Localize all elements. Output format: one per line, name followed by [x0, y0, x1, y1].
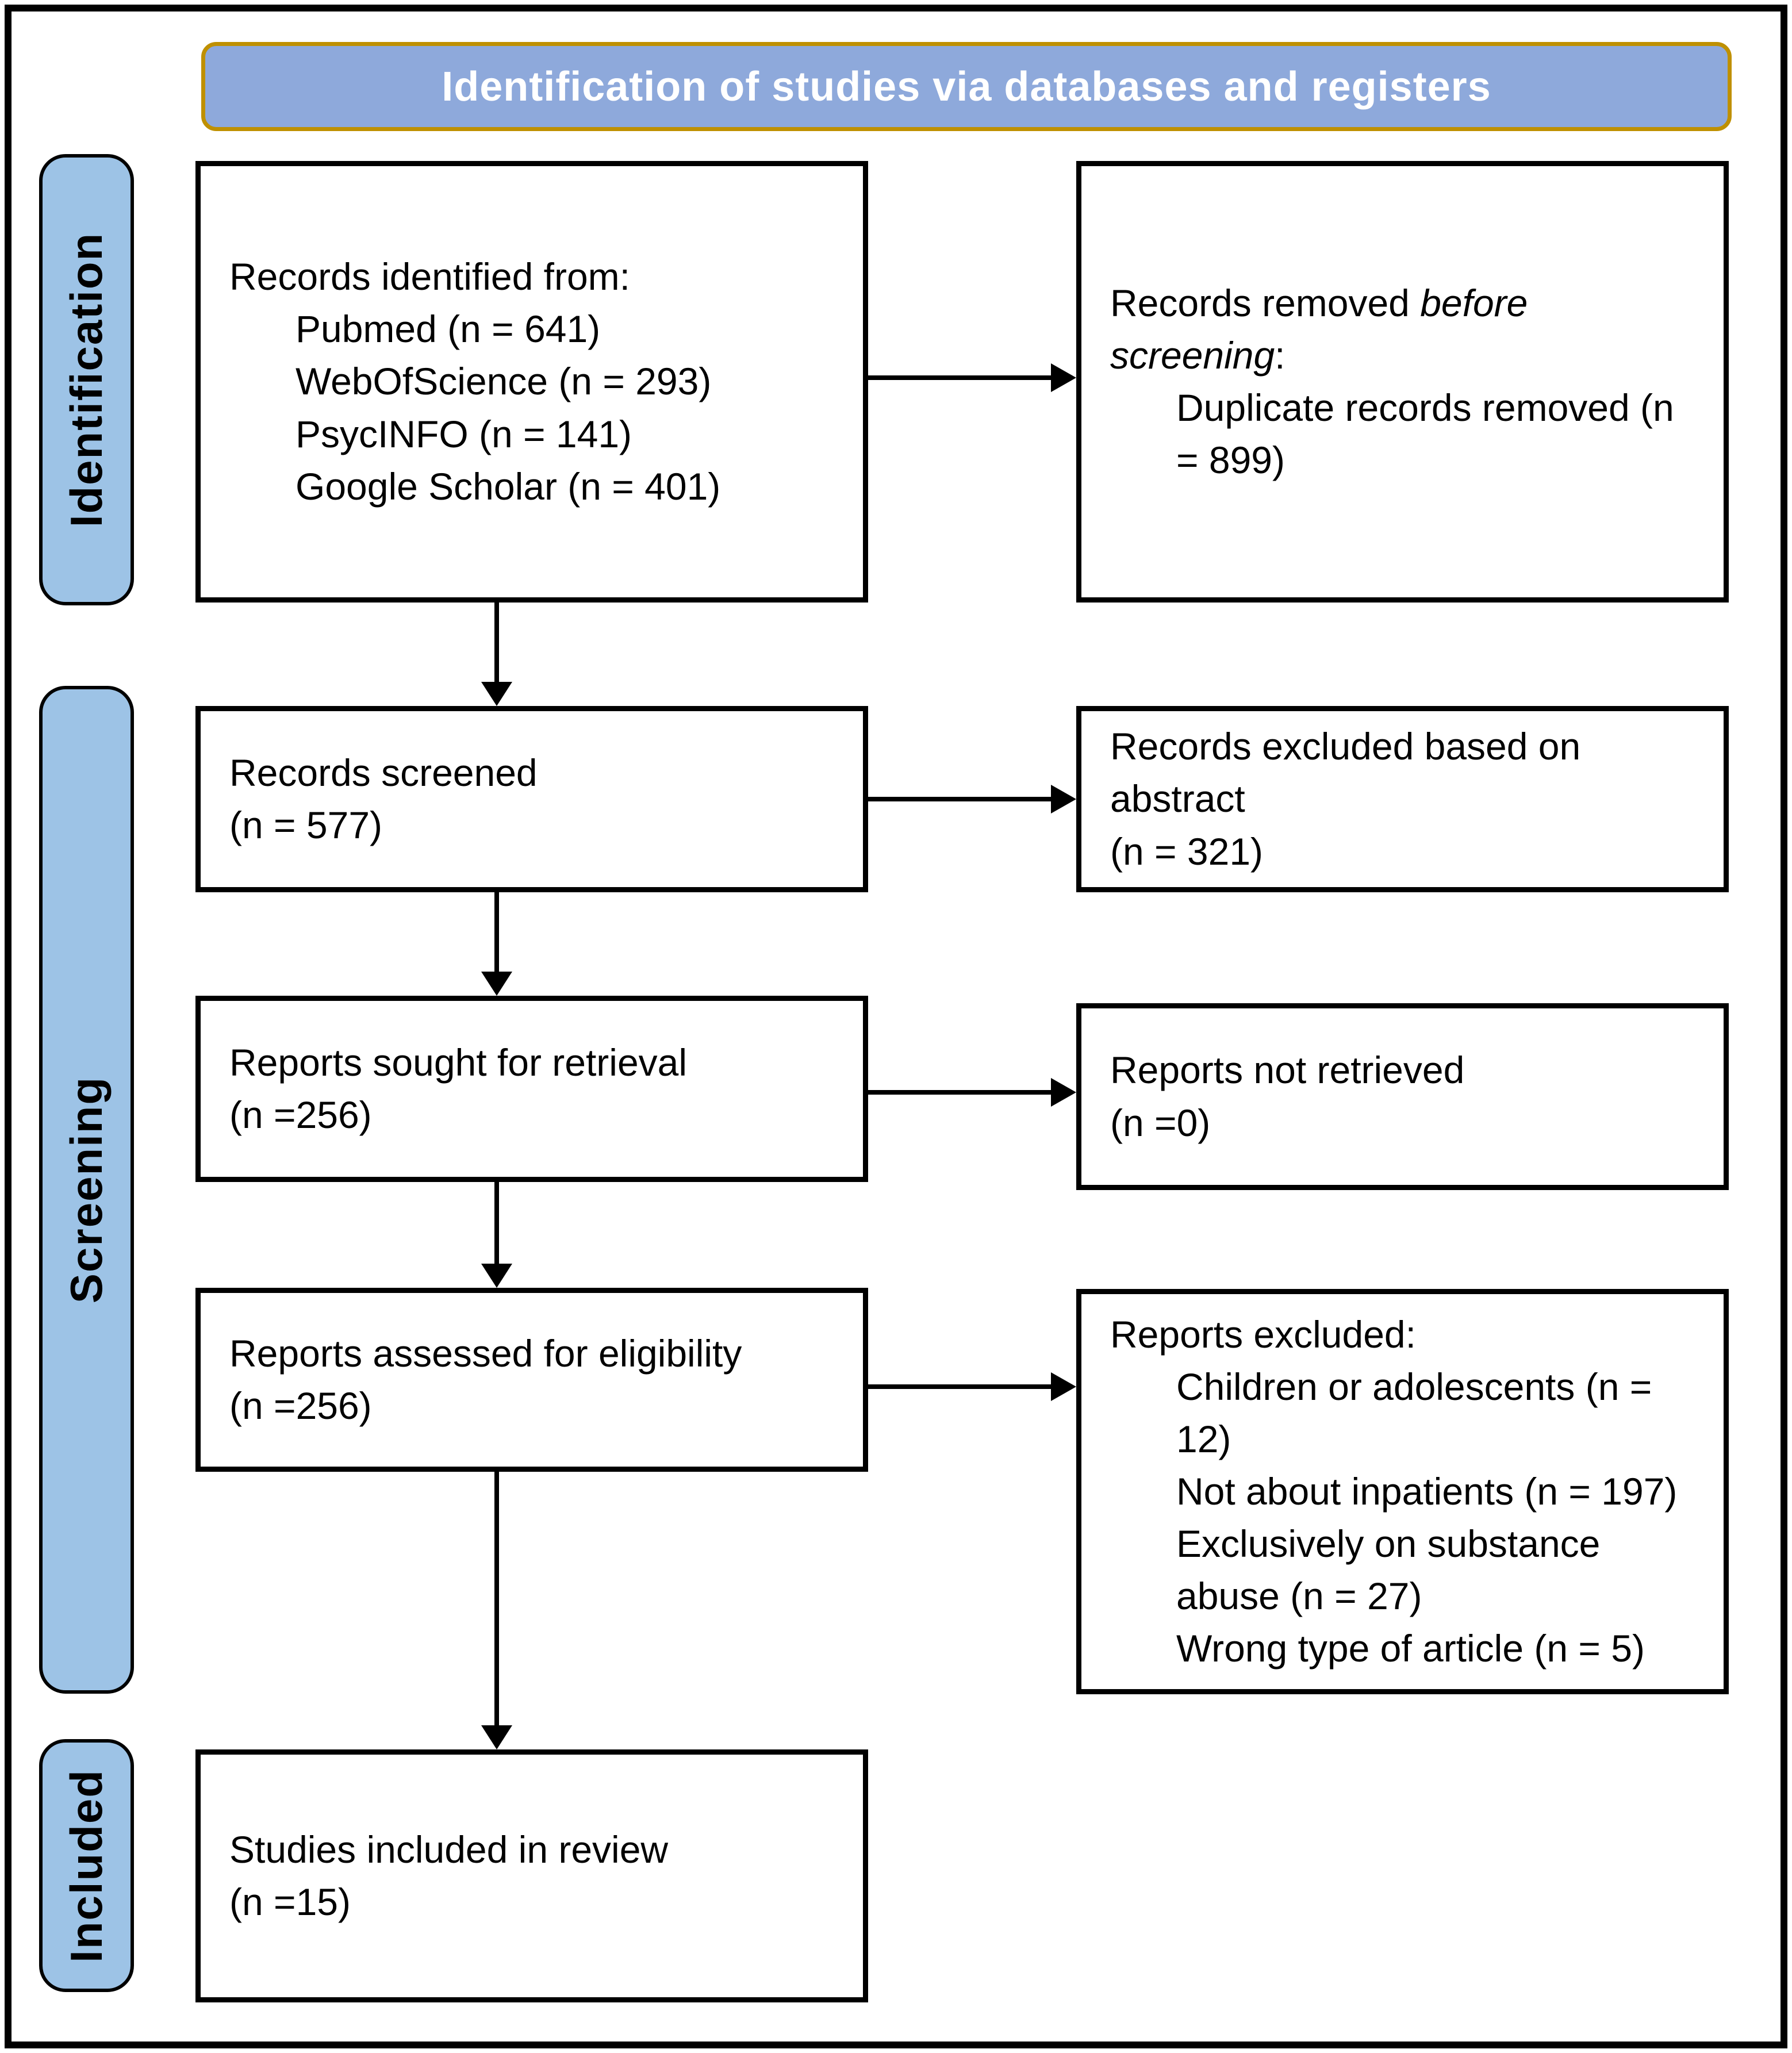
stage-screening-label: Screening [61, 1076, 112, 1304]
records-removed-title: Records removed before screening: [1110, 281, 1528, 377]
stage-included-label: Included [61, 1768, 112, 1963]
records-identified-item: Google Scholar (n = 401) [296, 465, 721, 508]
records-excluded-abstract-line: Records excluded based on abstract [1110, 725, 1581, 820]
stage-identification: Identification [39, 154, 134, 605]
box-reports-assessed: Reports assessed for eligibility (n =256… [195, 1288, 868, 1472]
reports-sought-line: Reports sought for retrieval [229, 1041, 688, 1084]
arrow-assessed-to-included [494, 1472, 499, 1726]
arrowhead-identified-to-screened [481, 682, 512, 706]
arrow-sought-to-not-retrieved [868, 1090, 1053, 1095]
stage-included: Included [39, 1739, 134, 1992]
records-excluded-abstract-count: (n = 321) [1110, 830, 1263, 873]
reports-not-retrieved-count: (n =0) [1110, 1101, 1211, 1144]
arrow-screened-to-sought [494, 892, 499, 973]
reports-excluded-item: Wrong type of article (n = 5) [1176, 1627, 1645, 1670]
prisma-flow-diagram: Identification of studies via databases … [5, 5, 1787, 2048]
arrow-sought-to-assessed [494, 1182, 499, 1265]
arrowhead-sought-to-assessed [481, 1264, 512, 1288]
arrow-screened-to-excluded [868, 797, 1053, 801]
box-reports-excluded: Reports excluded: Children or adolescent… [1076, 1289, 1729, 1694]
box-reports-not-retrieved: Reports not retrieved (n =0) [1076, 1003, 1729, 1190]
box-studies-included: Studies included in review (n =15) [195, 1749, 868, 2002]
arrowhead-assessed-to-included [481, 1725, 512, 1749]
reports-excluded-title: Reports excluded: [1110, 1313, 1416, 1356]
reports-not-retrieved-line: Reports not retrieved [1110, 1049, 1465, 1092]
reports-excluded-item: Children or adolescents (n = 12) [1176, 1365, 1652, 1460]
reports-assessed-count: (n =256) [229, 1384, 372, 1427]
records-removed-item: Duplicate records removed (n = 899) [1176, 386, 1674, 482]
arrowhead-sought-to-not-retrieved [1051, 1078, 1076, 1107]
stage-identification-label: Identification [61, 232, 112, 528]
arrowhead-screened-to-excluded [1051, 785, 1076, 813]
studies-included-line: Studies included in review [229, 1828, 669, 1871]
box-records-removed: Records removed before screening: Duplic… [1076, 161, 1729, 603]
records-removed-title-italic: before screening [1110, 281, 1528, 377]
stage-screening: Screening [39, 686, 134, 1694]
records-identified-item: Pubmed (n = 641) [296, 308, 601, 351]
banner: Identification of studies via databases … [201, 42, 1732, 131]
arrowhead-identified-to-removed [1051, 363, 1076, 392]
arrowhead-screened-to-sought [481, 972, 512, 996]
box-records-excluded-abstract: Records excluded based on abstract (n = … [1076, 706, 1729, 892]
records-identified-item: WebOfScience (n = 293) [296, 360, 712, 403]
arrowhead-assessed-to-excluded-reports [1051, 1372, 1076, 1401]
studies-included-count: (n =15) [229, 1881, 351, 1923]
box-records-identified: Records identified from: Pubmed (n = 641… [195, 161, 868, 603]
arrow-identified-to-removed [868, 375, 1053, 380]
reports-sought-count: (n =256) [229, 1093, 372, 1136]
reports-excluded-item: Not about inpatients (n = 197) [1176, 1469, 1678, 1513]
records-identified-title: Records identified from: [229, 255, 630, 298]
box-records-screened: Records screened (n = 577) [195, 706, 868, 892]
records-identified-item: PsycINFO (n = 141) [296, 412, 632, 455]
reports-excluded-item: Exclusively on substance abuse (n = 27) [1176, 1522, 1601, 1618]
box-reports-sought: Reports sought for retrieval (n =256) [195, 996, 868, 1182]
records-screened-line: Records screened [229, 751, 538, 794]
records-screened-count: (n = 577) [229, 804, 382, 846]
arrow-identified-to-screened [494, 603, 499, 683]
banner-title: Identification of studies via databases … [442, 63, 1491, 110]
arrow-assessed-to-excluded-reports [868, 1384, 1053, 1389]
reports-assessed-line: Reports assessed for eligibility [229, 1331, 742, 1375]
